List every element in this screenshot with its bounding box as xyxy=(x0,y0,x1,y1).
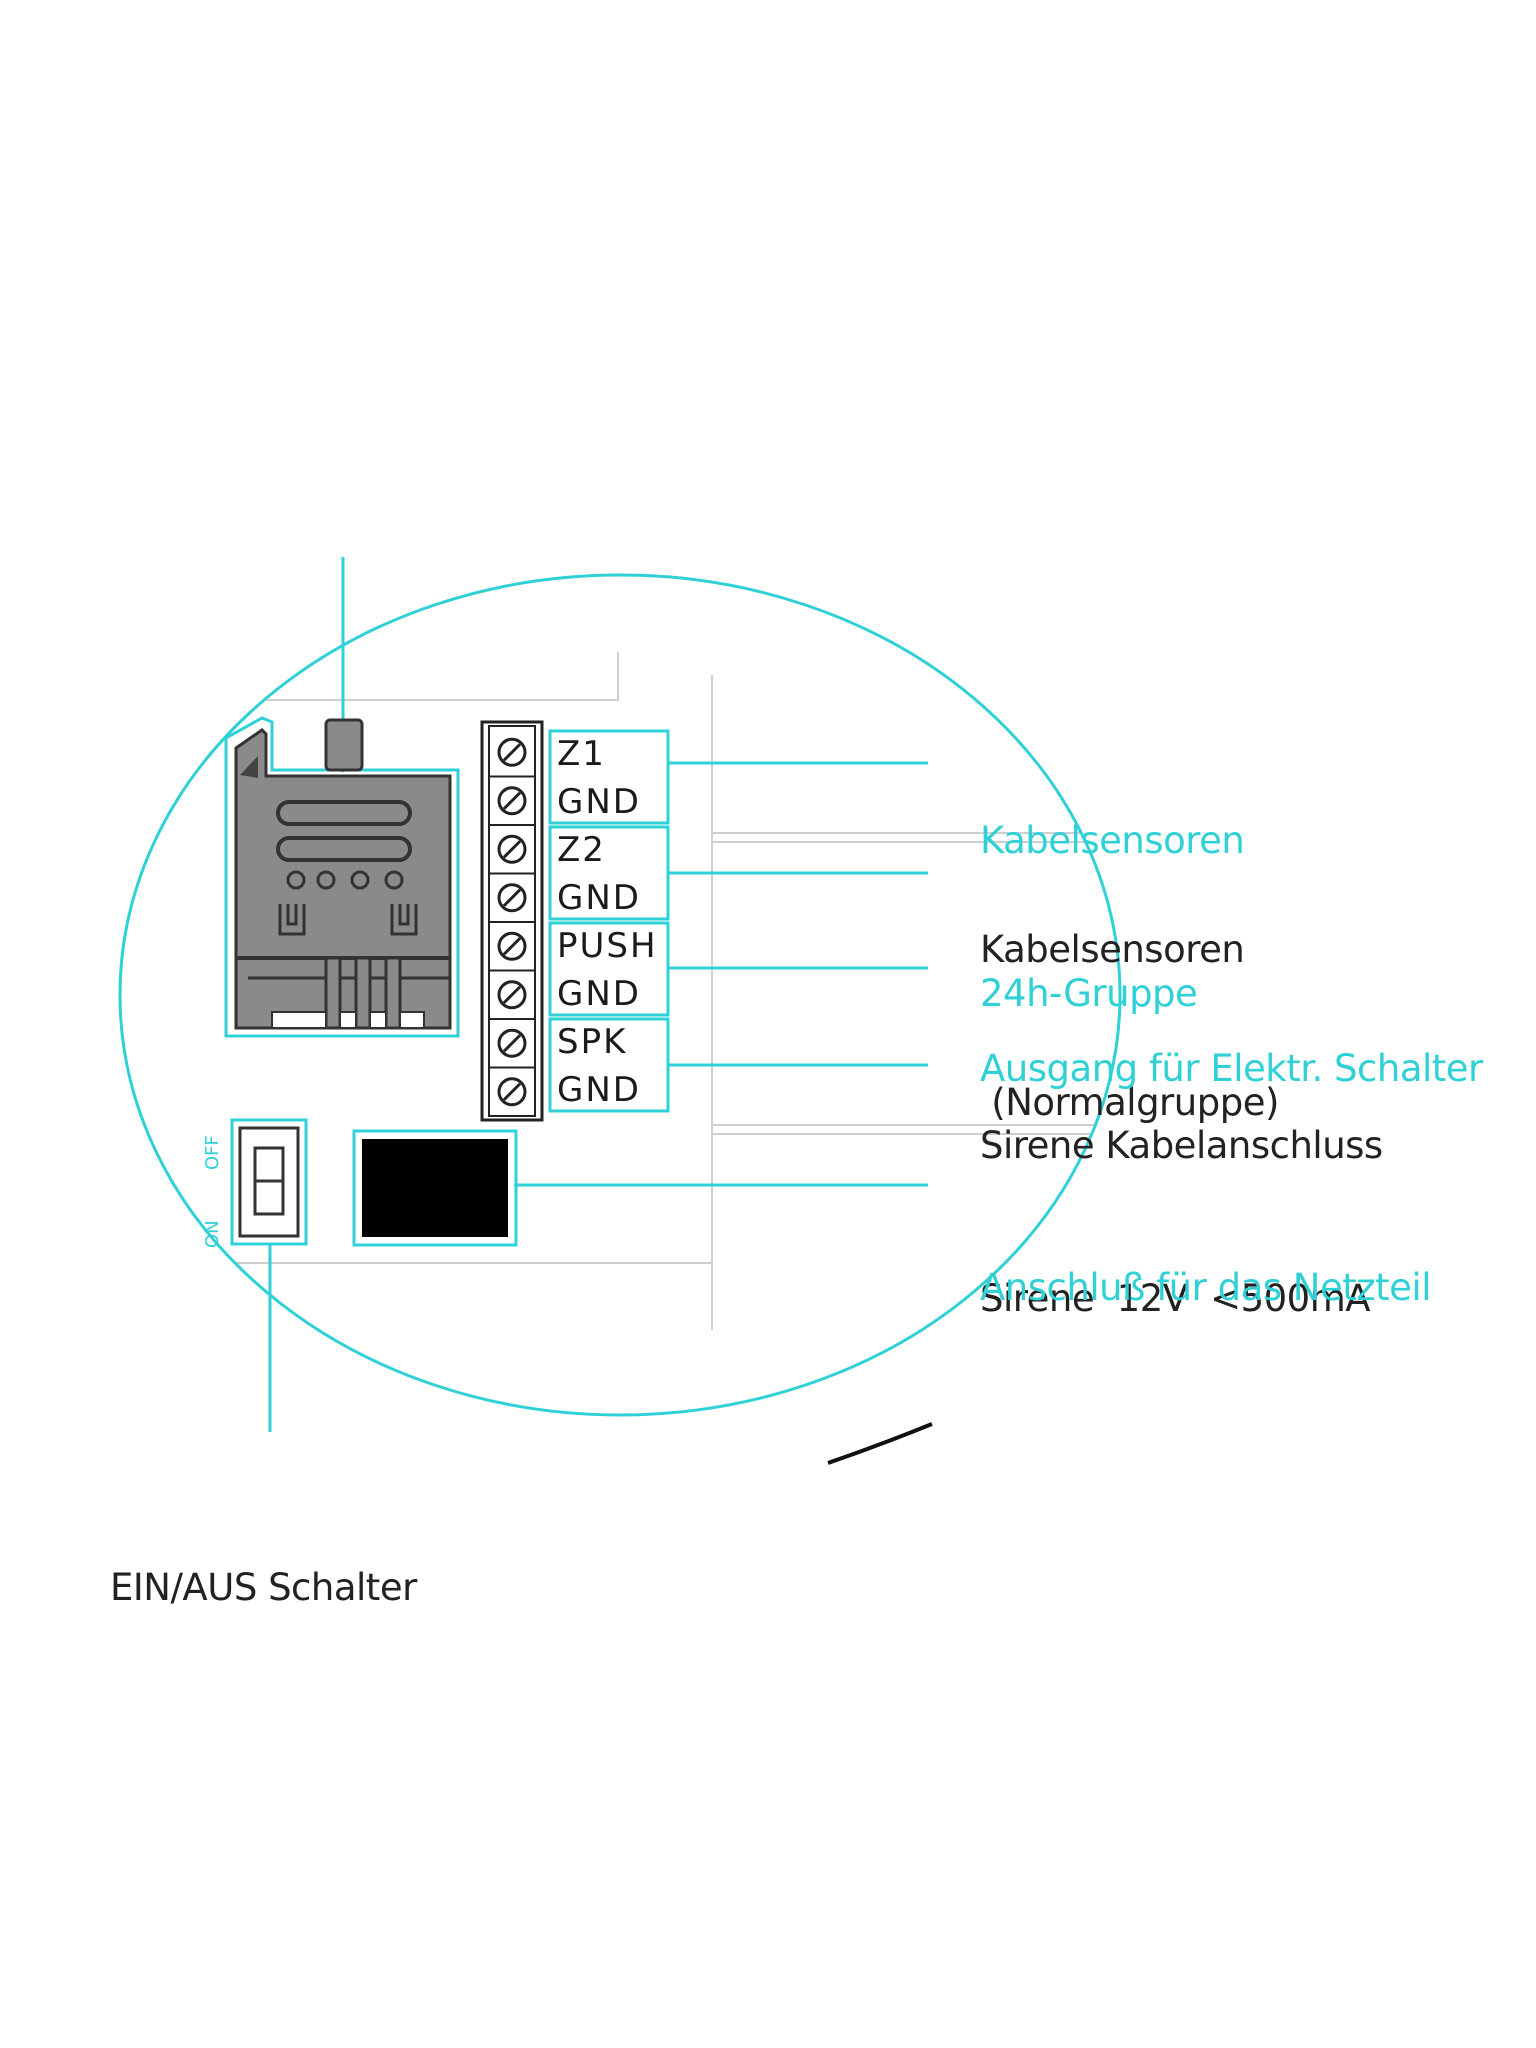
callout-spk: Sirene Kabelanschluss Sirene 12V <500mA xyxy=(980,1018,1383,1375)
terminal-labels: Z1 GND Z2 GND PUSH GND SPK GND xyxy=(557,734,658,1110)
callout-z2-line2: (Normalgruppe) xyxy=(980,1081,1279,1124)
terminal-label: SPK xyxy=(557,1022,627,1062)
power-jack-icon xyxy=(352,1129,518,1247)
callout-z1-line2: 24h-Gruppe xyxy=(980,972,1198,1015)
terminal-label: GND xyxy=(557,782,641,822)
screw-terminal-icon xyxy=(489,872,535,913)
leader-lines xyxy=(268,761,928,1432)
callout-push: Ausgang für Elektr. Schalter xyxy=(980,941,1483,1145)
screw-terminal-icon xyxy=(489,1018,535,1058)
callout-z1-line1: Kabelsensoren xyxy=(980,819,1245,862)
callout-spk-line1: Sirene Kabelanschluss xyxy=(980,1124,1383,1167)
callout-power-line1: Anschluß für das Netzteil xyxy=(980,1266,1431,1309)
screw-terminal-icon xyxy=(489,1066,535,1107)
callout-z1: Kabelsensoren 24h-Gruppe xyxy=(980,713,1245,1070)
callout-power: Anschluß für das Netzteil xyxy=(980,1160,1431,1364)
callout-switch-line1: EIN/AUS Schalter xyxy=(110,1566,417,1609)
callout-push-line1: Ausgang für Elektr. Schalter xyxy=(980,1047,1483,1090)
cable-arc xyxy=(827,1422,933,1465)
terminal-label: Z2 xyxy=(557,830,606,870)
terminal-label: GND xyxy=(557,974,641,1014)
screw-terminal-icon xyxy=(497,737,527,767)
terminal-label: Z1 xyxy=(557,734,606,774)
terminal-label: GND xyxy=(557,1070,641,1110)
dip-switch-icon: OFF ON xyxy=(202,1118,308,1248)
switch-off-label: OFF xyxy=(202,1135,223,1170)
magnifier-lens xyxy=(118,573,1122,1417)
screw-terminal-icon xyxy=(489,775,535,816)
terminal-label: GND xyxy=(557,878,641,918)
callout-z2: Kabelsensoren (Normalgruppe) xyxy=(980,822,1279,1179)
callout-switch: EIN/AUS Schalter xyxy=(110,1460,417,1664)
switch-on-label: ON xyxy=(202,1220,223,1248)
callout-spk-line2: Sirene 12V <500mA xyxy=(980,1277,1371,1320)
terminal-label: PUSH xyxy=(557,926,658,966)
screw-terminal-icon xyxy=(489,969,535,1010)
sim-card-slot-icon xyxy=(224,716,460,1038)
terminal-block xyxy=(480,720,544,1122)
callout-z2-line1: Kabelsensoren xyxy=(980,928,1245,971)
screw-terminal-icon xyxy=(489,921,535,961)
screw-terminal-icon xyxy=(489,824,535,864)
